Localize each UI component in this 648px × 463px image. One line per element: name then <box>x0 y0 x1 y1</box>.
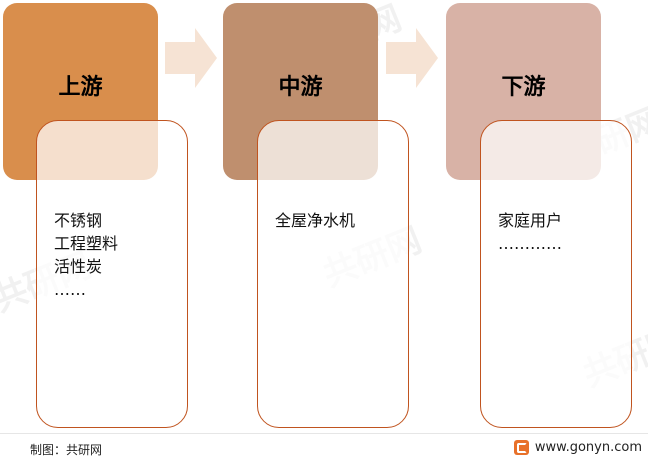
list-item: 工程塑料 <box>54 234 119 253</box>
source-credit: 制图：共研网 <box>30 443 103 457</box>
item-list: 不锈钢 工程塑料 活性炭 …… <box>54 209 118 301</box>
arrow-right-icon <box>165 28 217 88</box>
item-card-midstream: 全屋净水机 <box>257 120 409 428</box>
item-card-downstream: 家庭用户 ………… <box>480 120 632 428</box>
list-item: 家庭用户 <box>498 211 563 230</box>
arrow-right-icon <box>386 28 438 88</box>
website-link[interactable]: www.gonyn.com <box>513 440 642 455</box>
list-item: 全屋净水机 <box>275 211 356 230</box>
stage-title-midstream: 中游 <box>278 75 323 100</box>
website-url: www.gonyn.com <box>534 440 642 455</box>
stage-title-downstream: 下游 <box>501 75 546 100</box>
list-item: 不锈钢 <box>54 211 103 230</box>
list-item: …… <box>54 280 86 299</box>
item-list: 家庭用户 ………… <box>498 209 562 255</box>
item-list: 全屋净水机 <box>275 209 355 232</box>
list-item: ………… <box>498 234 562 253</box>
gonyn-logo-icon <box>513 440 529 455</box>
stage-title-upstream: 上游 <box>58 75 103 100</box>
item-card-upstream: 不锈钢 工程塑料 活性炭 …… <box>36 120 188 428</box>
list-item: 活性炭 <box>54 257 103 276</box>
footer-divider <box>0 433 648 434</box>
